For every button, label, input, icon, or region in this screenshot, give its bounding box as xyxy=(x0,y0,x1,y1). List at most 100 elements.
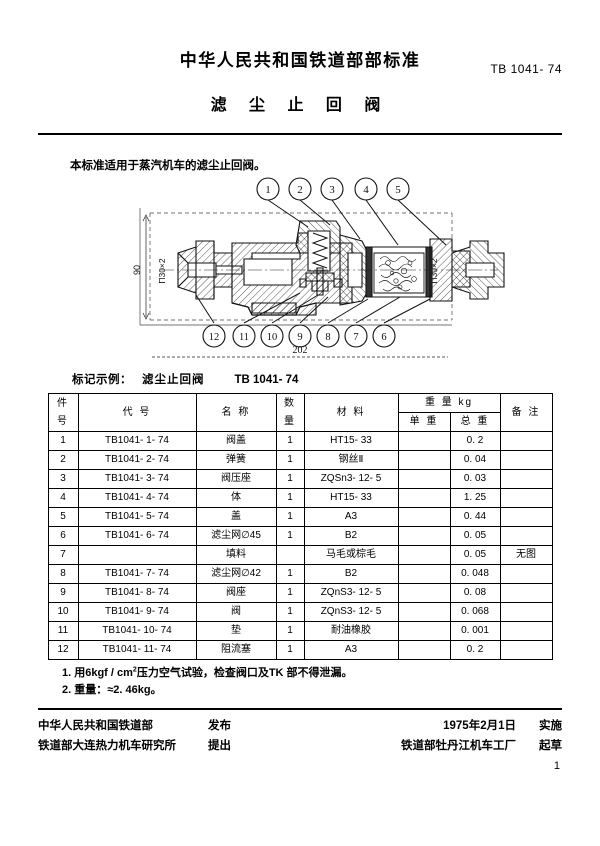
footer-proposer-action: 提出 xyxy=(208,740,231,753)
cell-code: TB1041- 5- 74 xyxy=(77,507,197,527)
table-row: 1 TB1041- 1- 74 阀盖 1 HT15- 33 0. 2 xyxy=(47,431,553,451)
cell-name: 阀 xyxy=(195,602,277,622)
cell-item-no: 6 xyxy=(47,526,79,546)
cell-name: 体 xyxy=(195,488,277,508)
cell-total-weight: 0. 03 xyxy=(449,469,501,489)
callout-2: 2 xyxy=(297,184,303,196)
cell-item-no: 10 xyxy=(47,602,79,622)
cell-name: 滤尘网∅42 xyxy=(195,564,277,584)
cell-remark xyxy=(499,621,553,641)
table-row: 11 TB1041- 10- 74 垫 1 耐油橡胶 0. 001 xyxy=(47,621,553,641)
cell-material: ZQSn3- 12- 5 xyxy=(303,469,399,489)
table-row: 2 TB1041- 2- 74 弹簧 1 钢丝Ⅱ 0. 04 xyxy=(47,450,553,470)
cell-item-no: 8 xyxy=(47,564,79,584)
callout-12: 12 xyxy=(209,332,220,343)
table-header-row-1: 件 号 代 号 名 称 数 量 材 料 重 量 kg 备 注 xyxy=(47,393,553,432)
th-weight-group: 重 量 kg xyxy=(397,393,501,413)
cell-remark xyxy=(499,450,553,470)
callout-6: 6 xyxy=(381,332,386,343)
cell-unit-weight xyxy=(397,450,451,470)
cell-code: TB1041- 1- 74 xyxy=(77,431,197,451)
cell-total-weight: 0. 04 xyxy=(449,450,501,470)
cell-material: HT15- 33 xyxy=(303,488,399,508)
footer-effective-date: 1975年2月1日 xyxy=(443,720,516,733)
th-material: 材 料 xyxy=(303,393,399,432)
cell-remark xyxy=(499,507,553,527)
callout-3: 3 xyxy=(329,184,335,196)
cell-unit-weight xyxy=(397,431,451,451)
cell-unit-weight xyxy=(397,469,451,489)
note-1: 1. 用6kgf / cm2压力空气试验，检查阀口及TK 部不得泄漏。 xyxy=(62,665,600,682)
callout-5: 5 xyxy=(395,184,401,196)
cell-code: TB1041- 10- 74 xyxy=(77,621,197,641)
cell-code: TB1041- 9- 74 xyxy=(77,602,197,622)
cell-code: TB1041- 2- 74 xyxy=(77,450,197,470)
standard-number: TB 1041- 74 xyxy=(490,62,562,76)
cell-qty: 1 xyxy=(275,450,305,470)
th-weight-unit: 单 重 xyxy=(397,412,451,432)
cell-code xyxy=(77,545,197,565)
th-remark: 备 注 xyxy=(499,393,553,432)
note-1-pre: 1. 用6kgf / cm xyxy=(62,667,133,679)
cell-material: HT15- 33 xyxy=(303,431,399,451)
callout-11: 11 xyxy=(239,332,249,343)
page-title: 滤 尘 止 回 阀 xyxy=(210,97,390,114)
cell-code: TB1041- 3- 74 xyxy=(77,469,197,489)
cell-item-no: 4 xyxy=(47,488,79,508)
cell-total-weight: 0. 001 xyxy=(449,621,501,641)
document-footer: 中华人民共和国铁道部 发布 1975年2月1日 实施 铁道部大连热力机车研究所 … xyxy=(38,716,562,756)
cell-unit-weight xyxy=(397,621,451,641)
th-code: 代 号 xyxy=(77,393,197,432)
footer-issuer-org: 中华人民共和国铁道部 xyxy=(38,720,153,733)
header-divider xyxy=(38,133,562,135)
cell-unit-weight xyxy=(397,507,451,527)
cell-remark xyxy=(499,488,553,508)
cell-total-weight: 0. 44 xyxy=(449,507,501,527)
scope-statement: 本标准适用于蒸汽机车的滤尘止回阀。 xyxy=(70,160,266,172)
note-1-superscript: 2 xyxy=(132,666,137,674)
th-qty: 数 量 xyxy=(275,393,305,432)
cell-unit-weight xyxy=(397,526,451,546)
th-weight-total: 总 重 xyxy=(449,412,501,432)
table-row: 6 TB1041- 6- 74 滤尘网∅45 1 B2 0. 05 xyxy=(47,526,553,546)
marking-standard-code: TB 1041- 74 xyxy=(234,374,299,386)
cell-qty: 1 xyxy=(275,640,305,660)
cell-material: ZQnS3- 12- 5 xyxy=(303,602,399,622)
marking-label: 标记示例： xyxy=(72,374,132,386)
cell-unit-weight xyxy=(397,564,451,584)
top-callouts: 1 2 3 4 5 xyxy=(256,177,447,246)
note-1-post: 压力空气试验，检查阀口及TK 部不得泄漏。 xyxy=(136,667,353,679)
cell-material: ZQnS3- 12- 5 xyxy=(303,583,399,603)
assembly-drawing: 90 П30×2 П30×2 xyxy=(0,175,600,365)
footer-proposer-org: 铁道部大连热力机车研究所 xyxy=(38,740,176,753)
table-row: 12 TB1041- 11- 74 阻流塞 1 A3 0. 2 xyxy=(47,640,553,660)
footer-row-proposer: 铁道部大连热力机车研究所 提出 铁道部牡丹江机车工厂 起草 xyxy=(38,736,562,756)
cell-total-weight: 0. 068 xyxy=(449,602,501,622)
document-header: 中华人民共和国铁道部部标准 TB 1041- 74 滤 尘 止 回 阀 xyxy=(0,0,600,115)
cell-total-weight: 1. 25 xyxy=(449,488,501,508)
footer-row-issuer: 中华人民共和国铁道部 发布 1975年2月1日 实施 xyxy=(38,716,562,736)
th-item-no-line1: 件 xyxy=(57,397,69,409)
th-qty-line2: 量 xyxy=(284,415,296,427)
cell-name: 阀盖 xyxy=(195,431,277,451)
cell-code: TB1041- 7- 74 xyxy=(77,564,197,584)
parts-list-table: 件 号 代 号 名 称 数 量 材 料 重 量 kg 备 注 单 重 总 重 xyxy=(47,393,553,660)
dimension-length-label: 202 xyxy=(293,345,308,356)
cell-qty: 1 xyxy=(275,488,305,508)
footer-drafter-org: 铁道部牡丹江机车工厂 xyxy=(401,740,516,753)
cell-name: 滤尘网∅45 xyxy=(195,526,277,546)
table-row: 9 TB1041- 8- 74 阀座 1 ZQnS3- 12- 5 0. 08 xyxy=(47,583,553,603)
cell-remark xyxy=(499,583,553,603)
cell-remark xyxy=(499,469,553,489)
cell-name: 填料 xyxy=(195,545,277,565)
cell-unit-weight xyxy=(397,602,451,622)
table-row: 8 TB1041- 7- 74 滤尘网∅42 1 B2 0. 048 xyxy=(47,564,553,584)
cell-code: TB1041- 11- 74 xyxy=(77,640,197,660)
cell-remark xyxy=(499,431,553,451)
note-2: 2. 重量：≈2. 46kg。 xyxy=(62,684,162,697)
dimension-height-label: 90 xyxy=(132,265,142,275)
cell-qty: 1 xyxy=(275,621,305,641)
cell-remark xyxy=(499,602,553,622)
valve-cross-section-svg: 90 П30×2 П30×2 xyxy=(132,177,505,358)
